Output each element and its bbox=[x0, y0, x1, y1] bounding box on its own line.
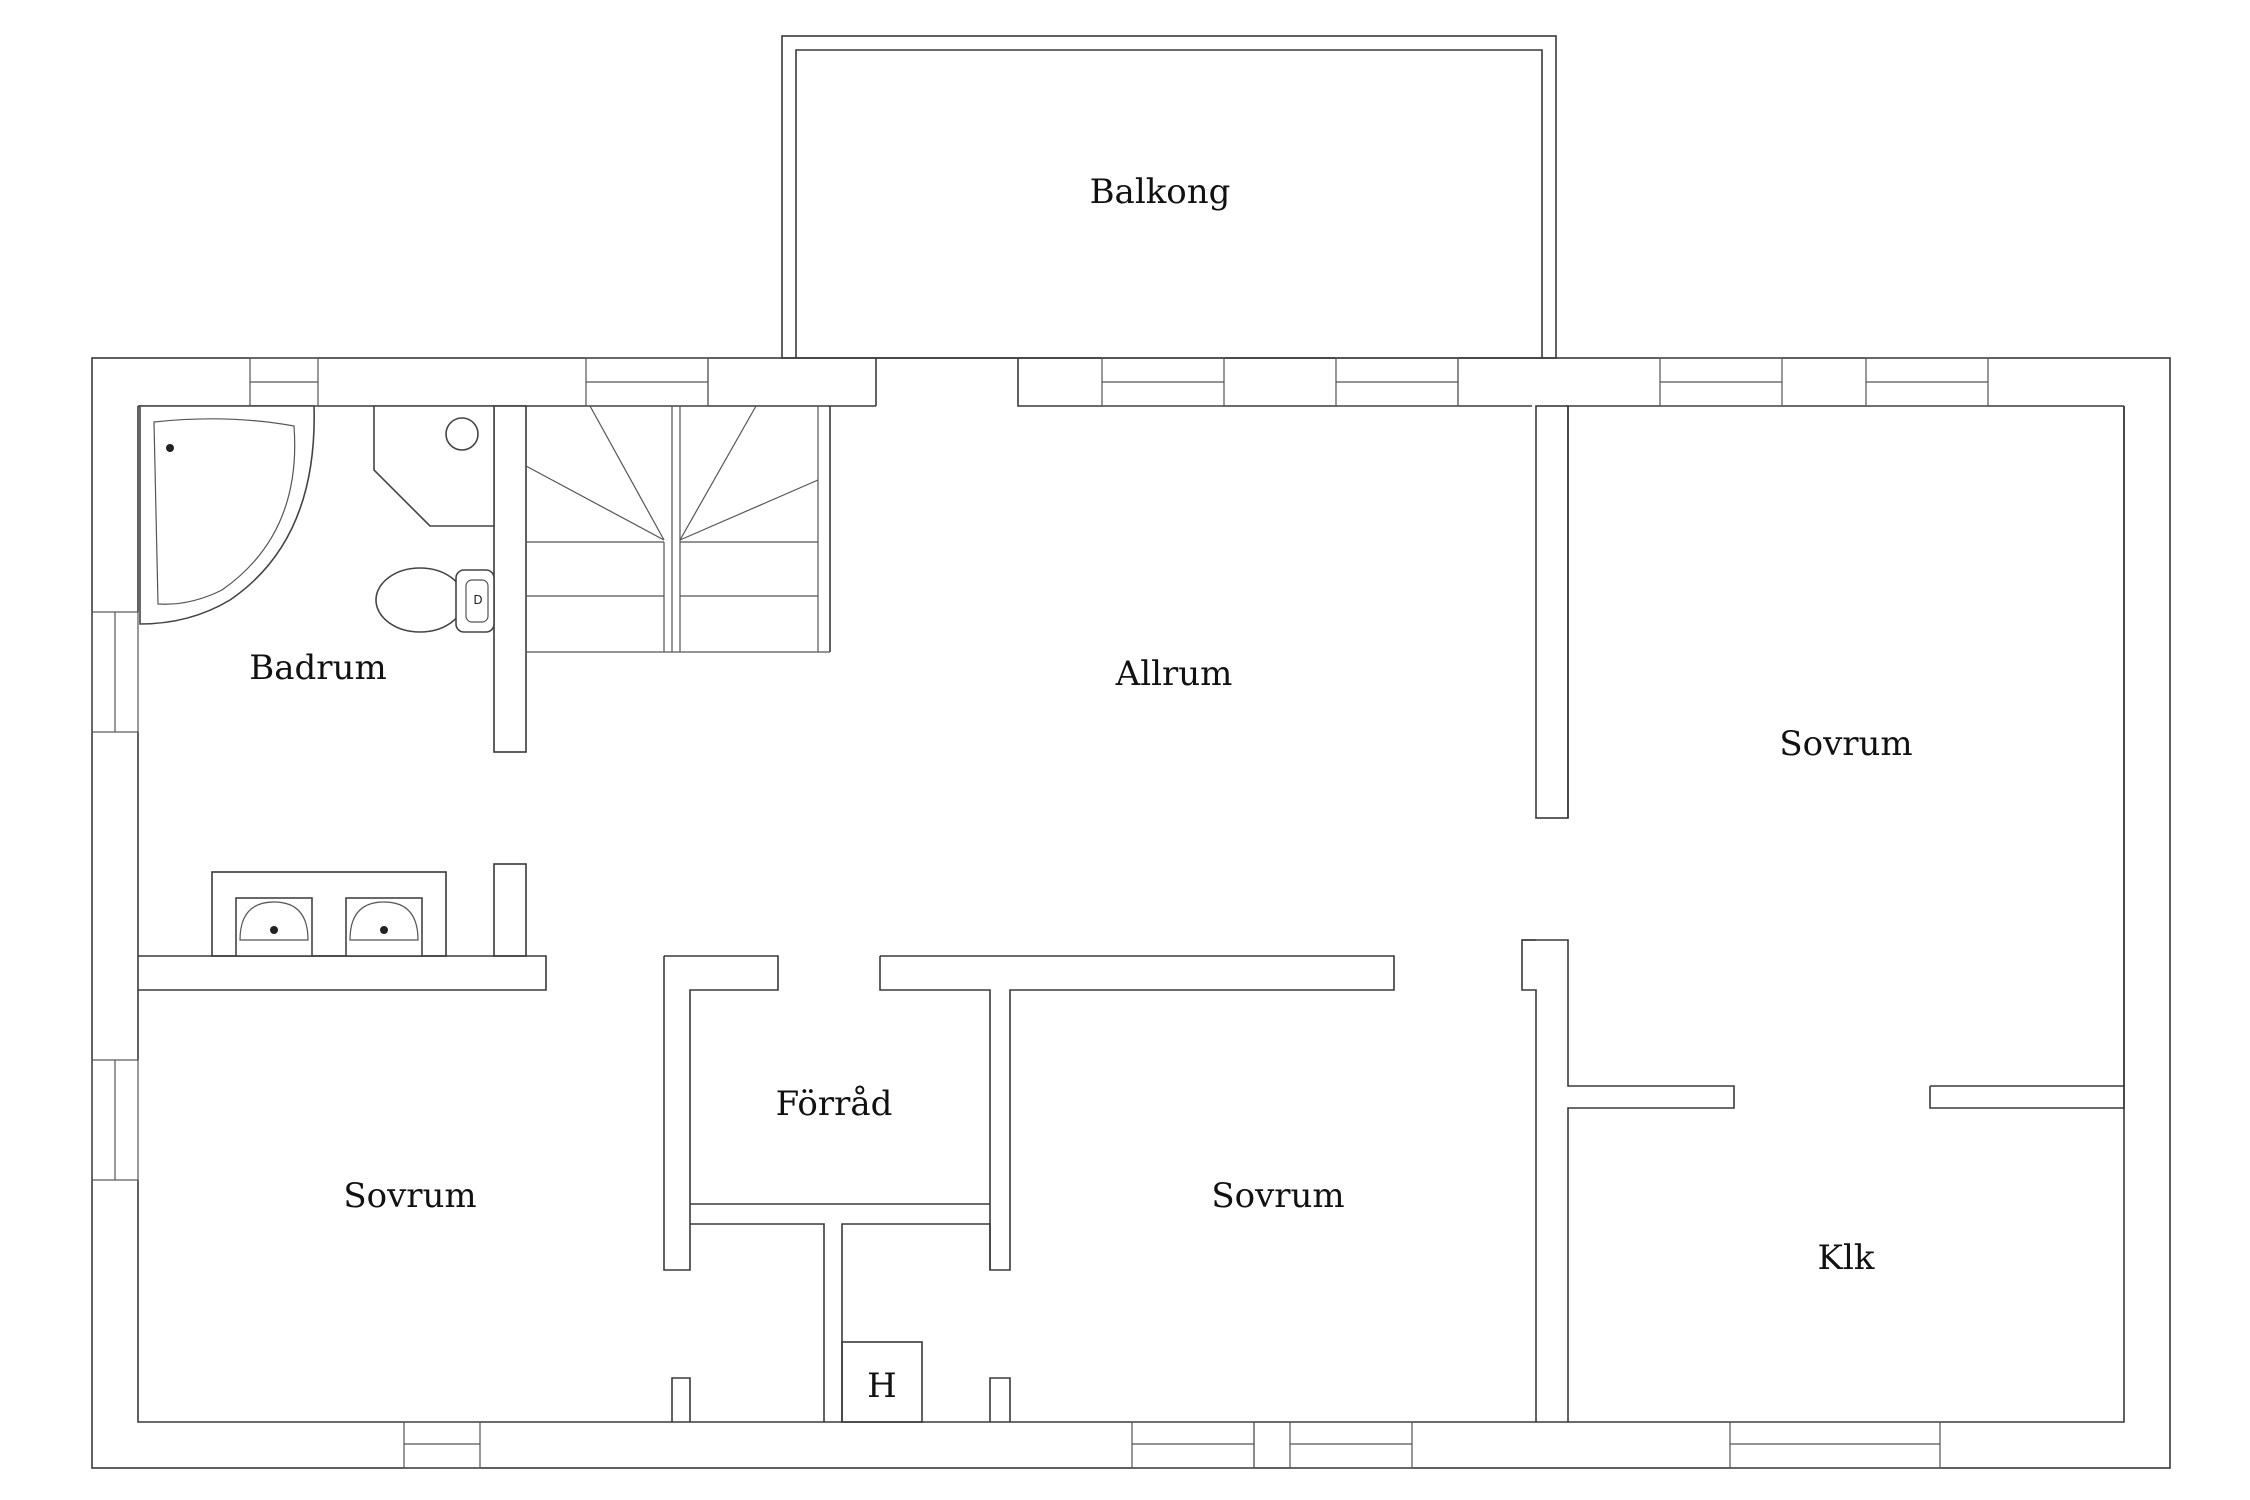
toilet: D bbox=[375, 567, 495, 633]
room-label-forrad: Förråd bbox=[776, 1084, 893, 1124]
windows-bottom bbox=[403, 1421, 1941, 1469]
interior-walls bbox=[138, 405, 2125, 1423]
staircase bbox=[525, 405, 830, 653]
windows-top bbox=[249, 357, 1989, 407]
room-label-sovrum-center: Sovrum bbox=[1211, 1176, 1344, 1216]
room-label-balkong: Balkong bbox=[1090, 172, 1231, 212]
room-label-klk: Klk bbox=[1818, 1238, 1875, 1278]
room-label-sovrum-east: Sovrum bbox=[1779, 724, 1912, 764]
room-label-h: H bbox=[867, 1366, 897, 1406]
windows-left bbox=[91, 611, 139, 1181]
double-sink bbox=[211, 871, 447, 957]
room-label-sovrum-southwest: Sovrum bbox=[343, 1176, 476, 1216]
bathtub bbox=[139, 405, 315, 625]
svg-text:D: D bbox=[473, 593, 482, 607]
room-label-badrum: Badrum bbox=[249, 648, 386, 688]
room-label-allrum: Allrum bbox=[1115, 654, 1233, 694]
shower bbox=[373, 405, 495, 527]
